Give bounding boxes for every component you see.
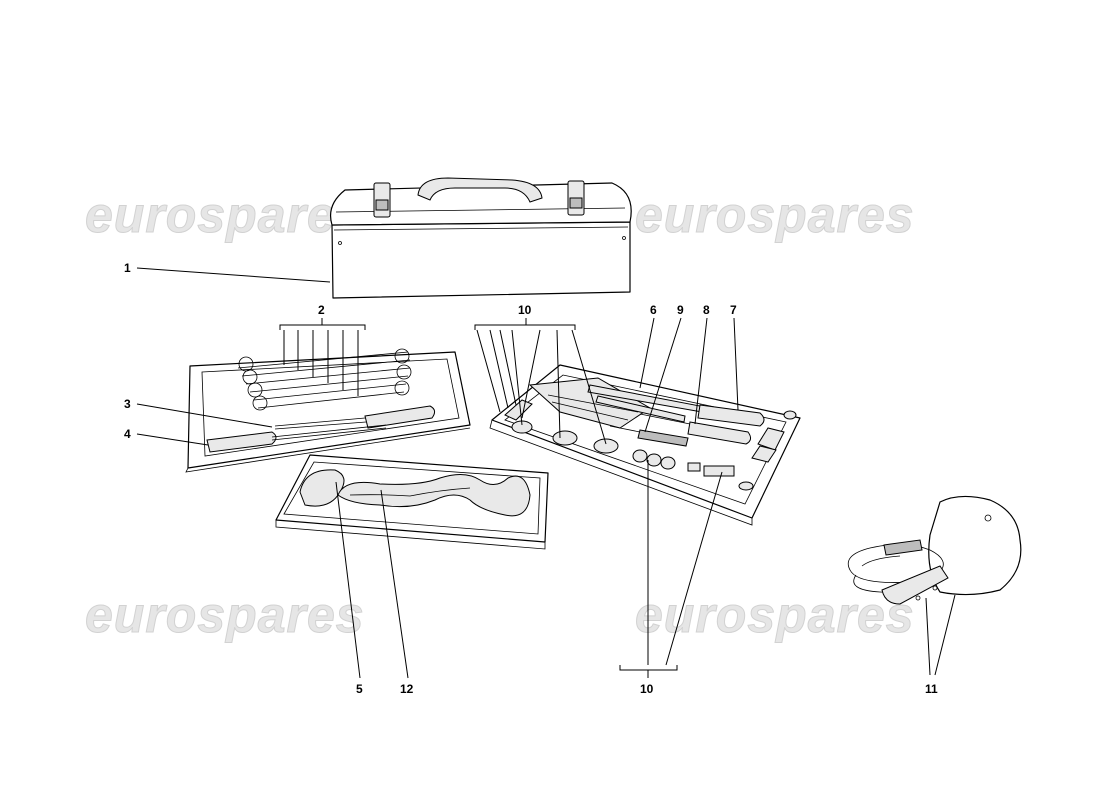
sockets — [511, 420, 735, 477]
drive-belt — [299, 469, 531, 517]
callout-5: 5 — [356, 682, 363, 696]
pliers — [587, 384, 703, 423]
screwdriver-8 — [639, 413, 752, 445]
callout-9: 9 — [677, 303, 684, 317]
watermark-bottom-right: eurospares — [635, 587, 915, 643]
callout-12: 12 — [400, 682, 414, 696]
screwdriver-small — [206, 424, 387, 453]
tool-bag — [329, 177, 632, 299]
callout-10-bottom: 10 — [640, 682, 654, 696]
tool-tray — [489, 364, 801, 526]
watermark-top-left: eurospares — [85, 187, 365, 243]
callouts: 1 2 3 4 10 6 9 8 7 5 12 10 11 — [124, 261, 938, 696]
fuse-holder — [738, 410, 797, 491]
spanner-tray — [185, 348, 471, 473]
screwdriver-7 — [697, 404, 765, 427]
callout-1: 1 — [124, 261, 131, 275]
screwdriver-large — [274, 405, 436, 430]
callout-6: 6 — [650, 303, 657, 317]
callout-3: 3 — [124, 397, 131, 411]
callout-11: 11 — [925, 682, 938, 696]
callout-4: 4 — [124, 427, 131, 441]
callout-10-top: 10 — [518, 303, 532, 317]
watermark-top-right: eurospares — [635, 187, 915, 243]
callout-8: 8 — [703, 303, 710, 317]
leader-lines — [136, 267, 956, 679]
callout-7: 7 — [730, 303, 737, 317]
inspection-lamp — [847, 495, 1022, 605]
watermark-group: eurospares eurospares eurospares eurospa… — [85, 187, 915, 644]
callout-2: 2 — [318, 303, 325, 317]
watermark-bottom-left: eurospares — [85, 587, 365, 643]
belt-tray — [275, 454, 549, 550]
file-9 — [609, 425, 689, 447]
